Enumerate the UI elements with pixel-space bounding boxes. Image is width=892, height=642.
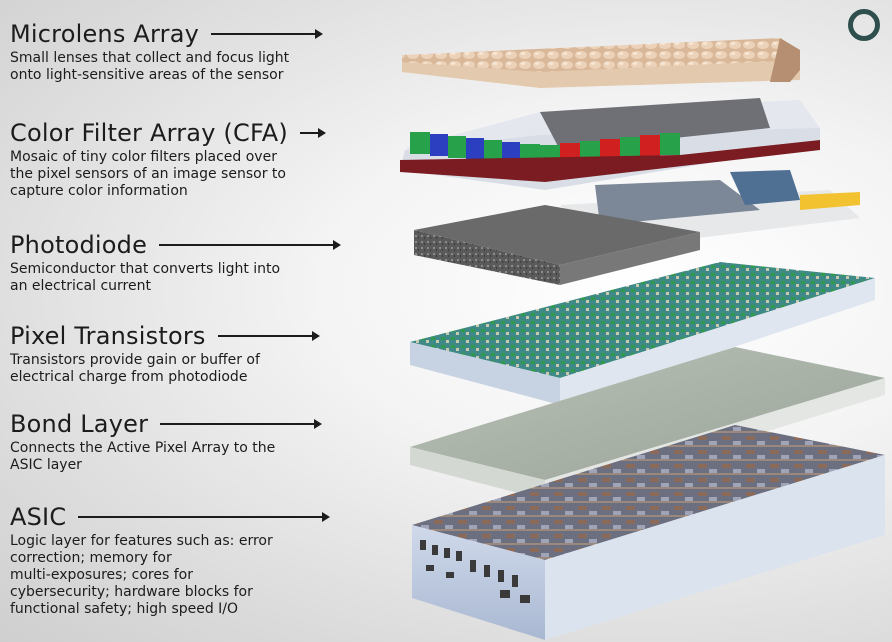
ring-logo-icon [848,9,880,41]
label-color-filter-array: Color Filter Array (CFA) Mosaic of tiny … [10,119,326,200]
layer-description: Mosaic of tiny color filters placed over… [10,149,286,199]
layer-description: Logic layer for features such as: error … [10,533,273,617]
label-asic: ASIC Logic layer for features such as: e… [10,503,331,618]
layer-title: Bond Layer [10,410,149,438]
layer-title: Pixel Transistors [10,322,206,350]
layer-description: Semiconductor that converts light into a… [10,261,281,294]
layer-title: ASIC [10,503,67,531]
label-pixel-transistors: Pixel Transistors Transistors provide ga… [10,322,320,386]
label-photodiode: Photodiode Semiconductor that converts l… [10,231,342,295]
pointer-arrow-icon [159,240,342,250]
pointer-arrow-icon [78,512,331,522]
layer-description: Small lenses that collect and focus ligh… [10,50,290,83]
pointer-arrow-icon [160,419,323,429]
layer-description: Connects the Active Pixel Array to the A… [10,440,276,473]
label-microlens-array: Microlens Array Small lenses that collec… [10,20,324,84]
layer-title: Microlens Array [10,20,200,48]
pointer-arrow-icon [211,29,324,39]
pointer-arrow-icon [299,128,326,138]
layer-title: Color Filter Array (CFA) [10,119,288,147]
label-bond-layer: Bond Layer Connects the Active Pixel Arr… [10,410,323,474]
layer-description: Transistors provide gain or buffer of el… [10,352,260,385]
pointer-arrow-icon [217,331,320,341]
layer-title: Photodiode [10,231,148,259]
